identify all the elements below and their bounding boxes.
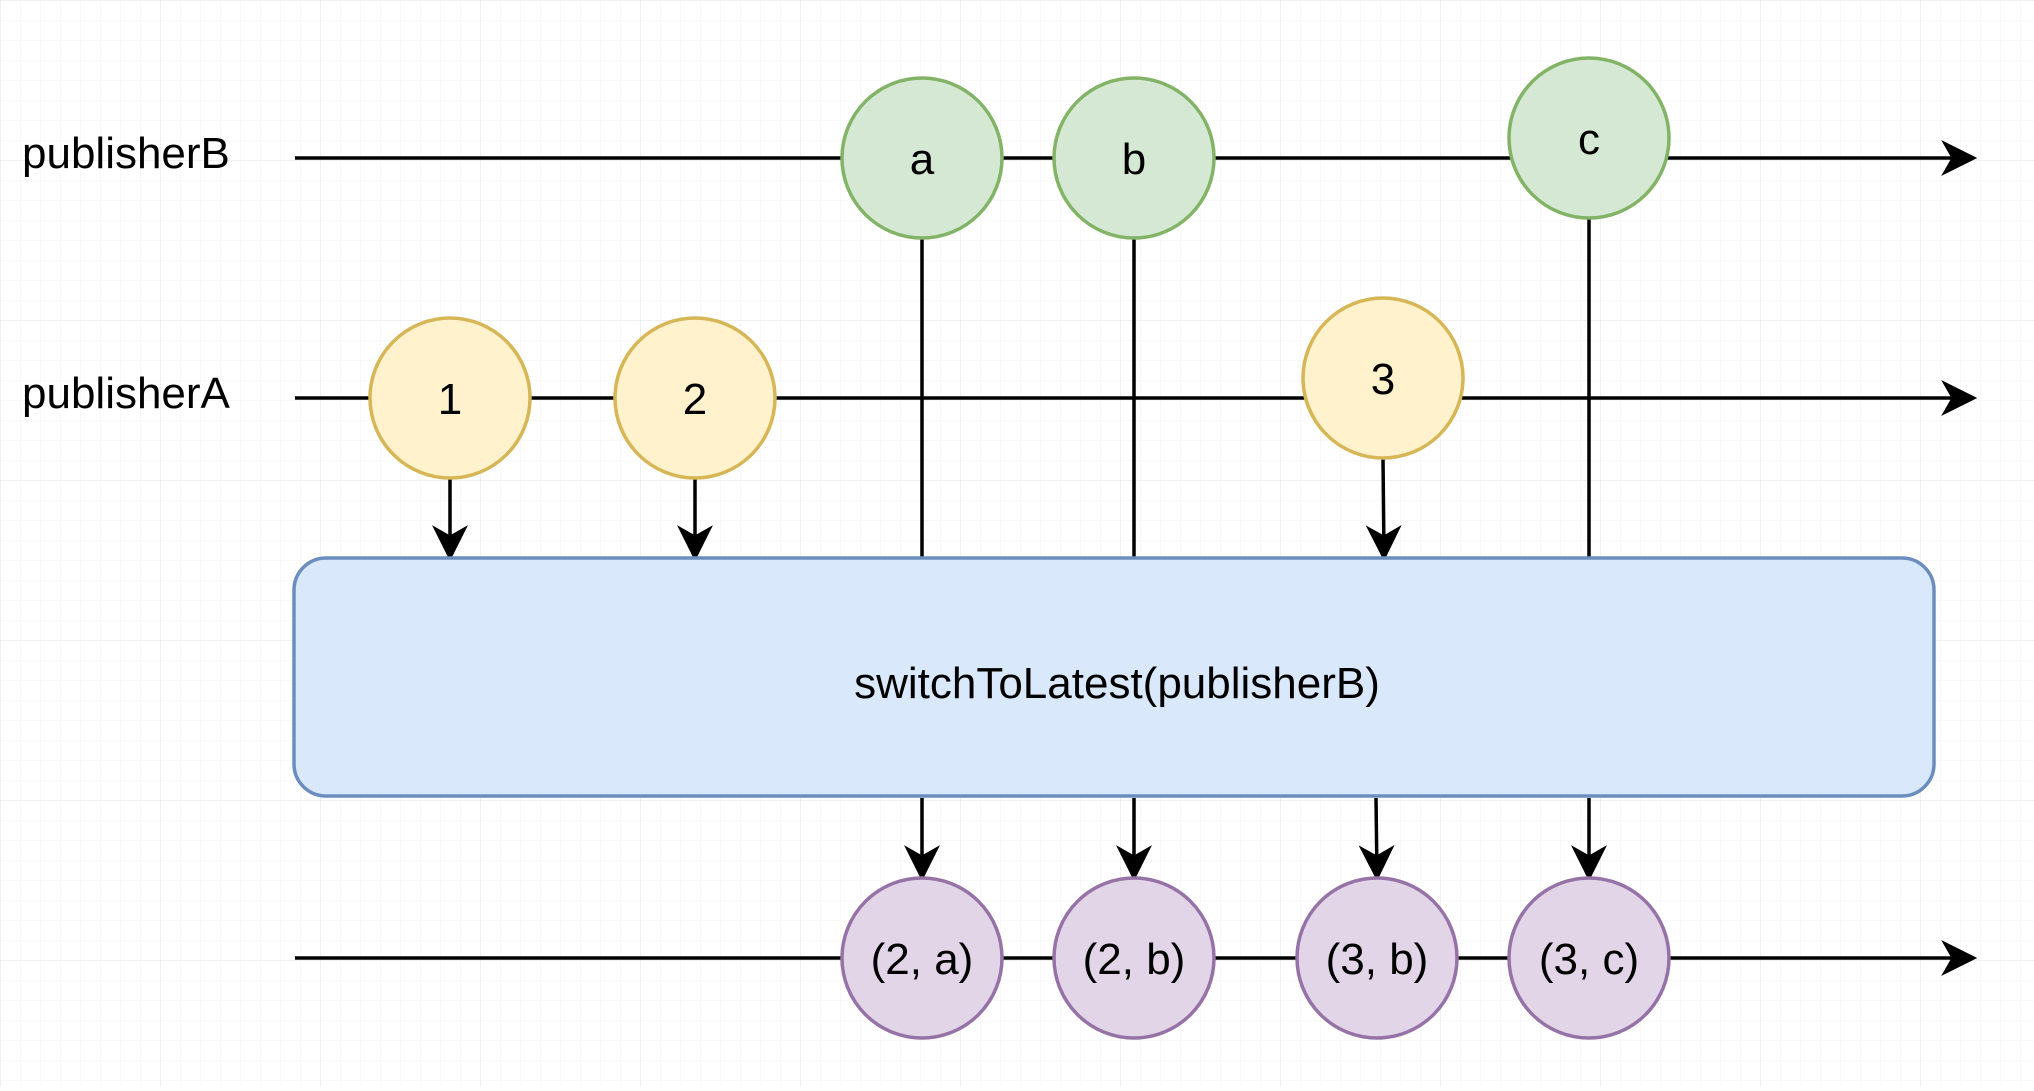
publisherA-event-3-label: 3: [1371, 355, 1395, 404]
publisherA-event-3: 3: [1301, 296, 1465, 460]
publisherB-event-b-label: b: [1122, 135, 1146, 184]
publisherA-event-2-label: 2: [683, 375, 707, 424]
publisherA-label: publisherA: [22, 369, 231, 418]
output-event-3-label: (3, b): [1326, 935, 1429, 984]
publisherA-event-1-label: 1: [438, 375, 462, 424]
switchToLatest-operator-label: switchToLatest(publisherB): [854, 659, 1380, 708]
publisherB-event-b: b: [1052, 76, 1216, 240]
publisherB-event-a: a: [840, 76, 1004, 240]
publisherB-event-a-label: a: [910, 135, 935, 184]
switchToLatest-operator-box: [292, 556, 1936, 798]
output-event-4: (3, c): [1507, 876, 1671, 1040]
publisherA-event-1: 1: [368, 316, 532, 480]
output-event-1-label: (2, a): [871, 935, 974, 984]
publisherB-event-c-label: c: [1578, 115, 1600, 164]
arrow-a-3: [1365, 457, 1402, 562]
publisherB-event-c: c: [1507, 56, 1671, 220]
output-event-3: (3, b): [1295, 876, 1459, 1040]
output-event-4-label: (3, c): [1539, 935, 1639, 984]
publisherA-event-2: 2: [613, 316, 777, 480]
arrow-out-3: [1358, 797, 1395, 882]
output-event-2: (2, b): [1052, 876, 1216, 1040]
publisherB-label: publisherB: [22, 129, 230, 178]
output-event-2-label: (2, b): [1083, 935, 1186, 984]
output-event-1: (2, a): [840, 876, 1004, 1040]
